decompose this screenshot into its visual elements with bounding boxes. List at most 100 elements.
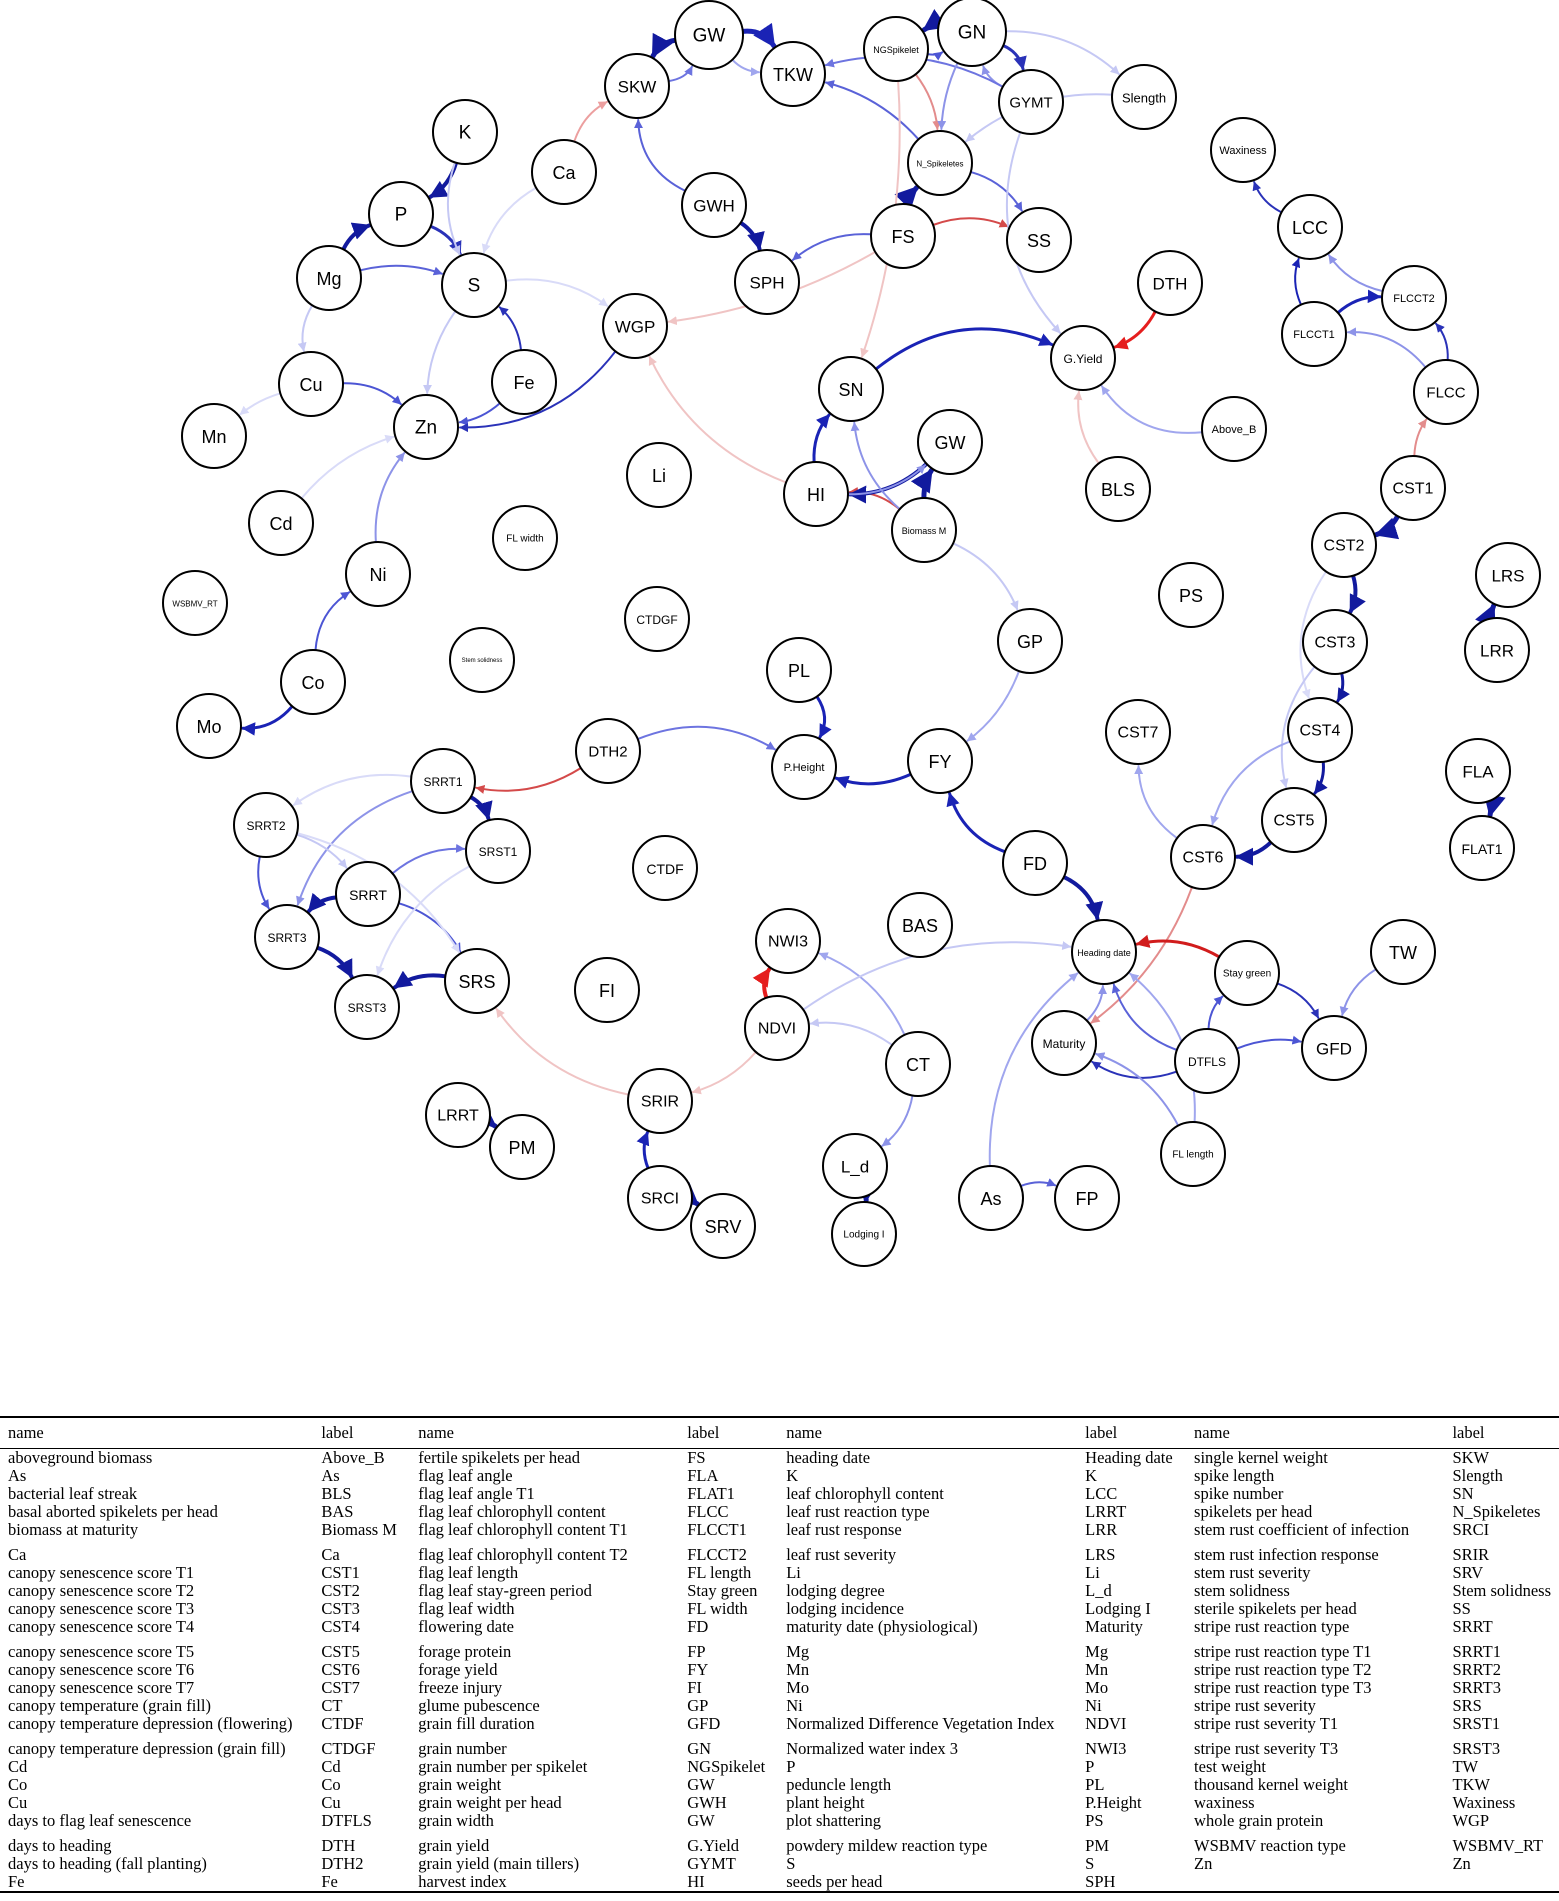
node-label: NDVI (758, 1021, 796, 1038)
node-CST4: CST4 (1287, 697, 1353, 763)
node-circle (998, 69, 1064, 135)
legend-name-cell: flag leaf width (418, 1599, 515, 1618)
node-circle (681, 172, 747, 238)
legend-name-cell: Cd (8, 1757, 28, 1776)
edge-SRRT2-to-SRRT3 (257, 855, 270, 910)
node-label: FD (1023, 854, 1047, 874)
legend-label-cell: FLAT1 (687, 1484, 735, 1503)
node-label: TW (1389, 943, 1417, 963)
legend-name-cell: canopy senescence score T7 (8, 1678, 195, 1697)
node-circle (831, 1201, 897, 1267)
legend-label-cell: Fe (313, 1873, 411, 1893)
edge-BiomassM-to-SN (850, 421, 901, 511)
node-DTH2: DTH2 (575, 718, 641, 784)
legend-label-cell: CST3 (321, 1599, 360, 1618)
node-circle (818, 356, 884, 422)
node-circle (1301, 1015, 1367, 1081)
legend-name-cell: canopy temperature (grain fill) (8, 1696, 211, 1715)
legend-name-cell: plant height (786, 1793, 865, 1812)
edge-CST3-to-CST5 (1279, 665, 1316, 788)
edge-FLCC-to-FLCCT2 (1435, 322, 1449, 361)
legend-label-cell: Cd (321, 1757, 341, 1776)
legend-table: name label name label name label name la… (0, 1416, 1559, 1893)
node-label: CTDF (646, 861, 683, 877)
node-circle (907, 728, 973, 794)
legend-name-cell: grain number per spikelet (418, 1757, 588, 1776)
node-FLAT1: FLAT1 (1449, 815, 1515, 881)
legend-name-cell: thousand kernel weight (1194, 1775, 1349, 1794)
legend-name-cell: flag leaf chlorophyll content T1 (418, 1520, 628, 1539)
legend-label-cell: SRRT (1452, 1617, 1493, 1636)
node-label: SRST1 (479, 845, 518, 859)
legend-label-cell: FLA (687, 1466, 719, 1485)
node-BAS: BAS (887, 892, 953, 958)
node-CST6: CST6 (1170, 824, 1236, 890)
node-circle (937, 0, 1007, 67)
legend-label-cell: CST4 (321, 1617, 360, 1636)
node-SKW: SKW (604, 53, 670, 119)
node-CST3: CST3 (1302, 609, 1368, 675)
legend-name-cell: stripe rust reaction type T1 (1194, 1642, 1372, 1661)
legend-name-cell: single kernel weight (1194, 1448, 1328, 1467)
legend-label-cell: WGP (1452, 1811, 1490, 1830)
edge-LRR-to-LRS (1475, 603, 1497, 629)
node-circle (1449, 815, 1515, 881)
legend-label-cell: CT (321, 1696, 343, 1715)
node-BiomassM: Biomass M (891, 497, 957, 563)
node-NWI3: NWI3 (755, 908, 821, 974)
legend-name-cell: stripe rust reaction type T2 (1194, 1660, 1372, 1679)
legend-label-cell: Biomass M (321, 1520, 397, 1539)
node-PS: PS (1158, 562, 1224, 628)
legend-label-cell: As (321, 1466, 340, 1485)
node-label: WGP (615, 318, 656, 337)
legend-label-cell: FP (687, 1642, 706, 1661)
node-NDVI: NDVI (744, 995, 810, 1061)
node-circle (1311, 512, 1377, 578)
edge-K-to-P (428, 160, 459, 199)
header-name-2: name (410, 1416, 680, 1449)
node-circle (1464, 617, 1530, 683)
legend-label-cell: S (1085, 1854, 1095, 1873)
legend-name-cell: spikelets per head (1194, 1502, 1313, 1521)
edge-HI-to-WGP (648, 355, 788, 484)
legend-name-cell: S (786, 1854, 796, 1873)
edge-CST6-to-Maturity (1090, 886, 1193, 1024)
node-label: SRIR (641, 1094, 679, 1111)
node-L_d: L_d (822, 1133, 888, 1199)
edge-SRRT3-to-SRST3 (315, 945, 354, 979)
node-circle (432, 99, 498, 165)
header-label-3: label (1077, 1416, 1187, 1449)
legend-label-cell: CST5 (321, 1642, 360, 1661)
node-circle (602, 293, 668, 359)
legend-label-cell: Stay green (687, 1581, 758, 1600)
node-label: GW (935, 433, 966, 453)
legend-name-cell: Ca (8, 1545, 27, 1564)
legend-label-cell: FL width (687, 1599, 748, 1618)
node-label: PL (788, 661, 810, 681)
node-TW: TW (1370, 919, 1436, 985)
node-label: Waxiness (1219, 145, 1267, 157)
node-Mn: Mn (181, 403, 247, 469)
node-GYMT: GYMT (998, 69, 1064, 135)
node-label: CST5 (1274, 813, 1315, 830)
node-LRRT: LRRT (425, 1082, 491, 1148)
node-circle (162, 570, 228, 636)
legend-label-cell: NDVI (1085, 1714, 1127, 1733)
node-circle (1002, 830, 1068, 896)
legend-label-cell: HI (679, 1873, 779, 1893)
header-name-4: name (1186, 1416, 1445, 1449)
legend-name-cell: canopy senescence score T5 (8, 1642, 195, 1661)
node-FD: FD (1002, 830, 1068, 896)
legend-label-cell: PL (1085, 1775, 1105, 1794)
legend-name-cell: Fe (0, 1873, 314, 1893)
node-label: FY (928, 752, 951, 772)
node-CT: CT (885, 1031, 951, 1097)
node-TKW: TKW (760, 41, 826, 107)
legend-name-cell (1186, 1873, 1445, 1893)
legend-name-cell: Zn (1194, 1854, 1213, 1873)
node-DTFLS: DTFLS (1174, 1028, 1240, 1094)
node-circle (690, 1193, 756, 1259)
